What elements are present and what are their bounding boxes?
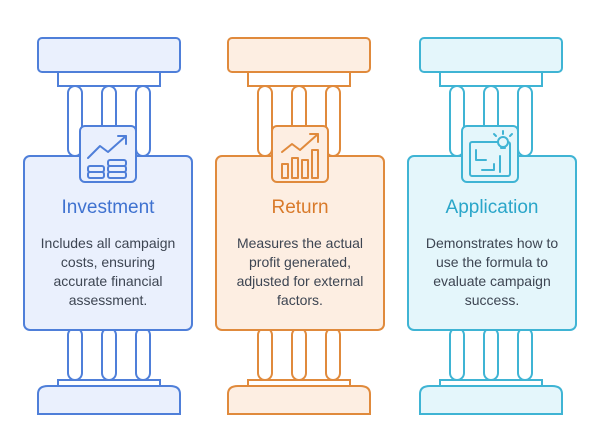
pillar-investment xyxy=(23,37,193,415)
pillar-description: Includes all campaign costs, ensuring ac… xyxy=(40,235,176,308)
pillar-return xyxy=(215,37,385,415)
pillar-title: Investment xyxy=(61,197,155,218)
investment-growth-coins-icon xyxy=(87,135,127,179)
pillar-description: Demonstrates how to use the formula to e… xyxy=(425,235,559,308)
pillar-title: Application xyxy=(445,197,539,218)
pillar-description: Measures the actual profit generated, ad… xyxy=(236,235,364,308)
pillar-application xyxy=(407,37,577,415)
pillar-title: Return xyxy=(271,197,329,218)
bar-chart-growth-icon xyxy=(281,133,319,179)
blueprint-lightbulb-icon xyxy=(469,130,513,177)
